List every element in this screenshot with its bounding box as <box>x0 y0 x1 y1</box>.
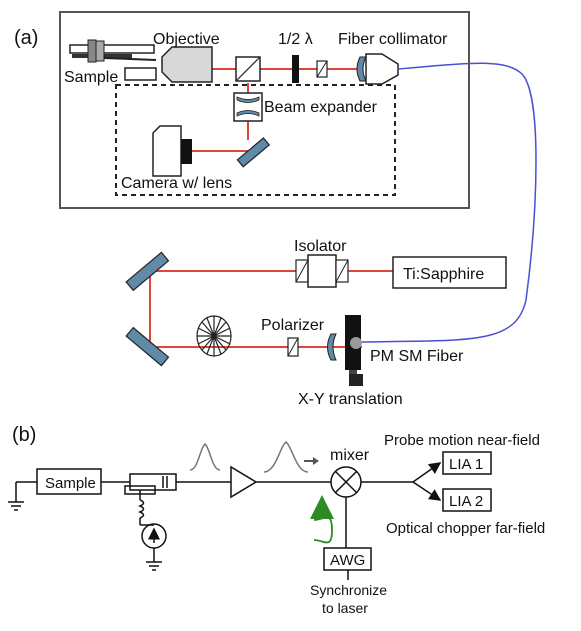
sample-label-b: Sample <box>45 475 96 492</box>
lia2-label: LIA 2 <box>449 493 483 510</box>
sample-label-a: Sample <box>64 69 118 86</box>
laser-label: Ti:Sapphire <box>403 266 484 283</box>
mixer <box>330 466 362 498</box>
mirror-top <box>125 251 170 292</box>
laser-box <box>392 256 507 289</box>
ground-symbol-left <box>8 482 24 511</box>
wire-to-lia1 <box>412 462 442 483</box>
pulse-arrow-icon <box>304 457 319 465</box>
half-wave-plate <box>292 55 299 83</box>
beam-splitter-cube <box>235 56 261 82</box>
lia2-box <box>442 488 492 512</box>
panel-b-label: (b) <box>12 424 36 446</box>
awg-waveform-icon <box>313 516 333 544</box>
fiber-collimator-label: Fiber collimator <box>338 31 448 48</box>
optical-isolator <box>295 254 349 288</box>
camera-mirror <box>236 137 271 168</box>
fiber-label: PM SM Fiber <box>370 348 464 365</box>
sample-block <box>124 67 157 81</box>
sample-box <box>36 468 102 495</box>
sync-label-line2: to laser <box>322 600 368 616</box>
near-field-label: Probe motion near-field <box>384 432 540 449</box>
beam-lower-path <box>149 270 393 348</box>
lia1-label: LIA 1 <box>449 456 483 473</box>
lia1-box <box>442 451 492 475</box>
pulse-amplified-icon <box>263 441 309 473</box>
half-wave-label: 1/2 λ <box>278 31 313 48</box>
sync-label-line1: Synchronize <box>310 582 387 598</box>
beam-expander-label: Beam expander <box>264 99 378 116</box>
optical-fiber <box>361 62 537 343</box>
chopper-wheel <box>196 315 232 357</box>
bias-tee <box>124 473 177 525</box>
panel-a: (a) Sample Objective 1/2 λ <box>14 11 537 408</box>
sample-holder <box>69 39 157 81</box>
camera-label: Camera w/ lens <box>121 175 232 192</box>
translation-label: X-Y translation <box>298 391 403 408</box>
amplifier <box>230 465 258 499</box>
isolator-label: Isolator <box>294 238 347 255</box>
objective-label: Objective <box>153 31 220 48</box>
current-source <box>140 523 167 571</box>
panel-a-label: (a) <box>14 27 38 49</box>
coupling-lens <box>327 333 337 361</box>
polarizer-element-b <box>287 337 299 357</box>
xy-translation-stage <box>345 315 363 386</box>
objective-lens <box>161 46 213 83</box>
panel-b: (b) Sample <box>8 424 545 616</box>
camera <box>152 125 192 177</box>
beam-expander <box>233 92 263 122</box>
mixer-label: mixer <box>330 447 370 464</box>
awg-label: AWG <box>330 552 365 569</box>
far-field-label: Optical chopper far-field <box>386 520 545 537</box>
mirror-bottom <box>125 326 170 367</box>
camera-imaging-box <box>115 84 396 196</box>
polarizer-label: Polarizer <box>261 317 325 334</box>
polarizer-element-a <box>316 60 328 78</box>
wire-to-lia2 <box>412 481 442 501</box>
pulse-input-icon <box>189 443 221 471</box>
microscope-enclosure <box>59 11 470 209</box>
fiber-collimator <box>356 53 399 85</box>
